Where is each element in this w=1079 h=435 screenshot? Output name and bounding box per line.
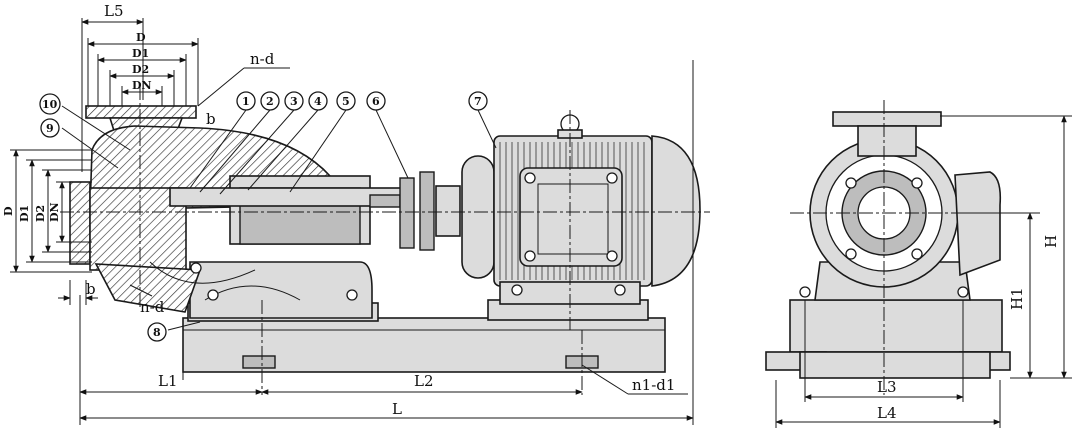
svg-text:8: 8 bbox=[153, 326, 161, 339]
motor bbox=[461, 114, 701, 305]
svg-text:10: 10 bbox=[42, 98, 58, 111]
dim-n1d1: n1-d1 bbox=[632, 376, 675, 394]
svg-text:7: 7 bbox=[474, 95, 482, 108]
dim-h1: H1 bbox=[1008, 287, 1026, 310]
svg-text:9: 9 bbox=[46, 122, 54, 135]
side-view bbox=[60, 86, 710, 395]
part-callout-7: 7 bbox=[468, 91, 488, 111]
coupling bbox=[399, 171, 461, 251]
dim-nd-lower: n-d bbox=[140, 298, 165, 316]
part-callout-2: 2 bbox=[260, 91, 280, 111]
dim-d-top: D bbox=[136, 31, 146, 44]
svg-text:1: 1 bbox=[242, 95, 250, 108]
part-callout-4: 4 bbox=[308, 91, 328, 111]
dim-l2: L2 bbox=[414, 372, 434, 390]
dim-d2-left: D2 bbox=[34, 205, 47, 222]
dim-l1: L1 bbox=[158, 372, 178, 390]
dim-l: L bbox=[392, 400, 402, 418]
dim-nd-top: n-d bbox=[250, 50, 275, 68]
dim-d1-left: D1 bbox=[18, 205, 31, 222]
svg-text:2: 2 bbox=[266, 95, 274, 108]
dim-d1-top: D1 bbox=[132, 47, 149, 60]
bearing-bracket bbox=[189, 261, 373, 319]
dim-l3: L3 bbox=[877, 378, 897, 396]
part-callout-9: 9 bbox=[40, 118, 60, 138]
dim-dn-left: DN bbox=[48, 202, 61, 222]
dim-l5: L5 bbox=[104, 2, 124, 20]
part-callout-8: 8 bbox=[147, 322, 167, 342]
dim-b-lower: b bbox=[86, 280, 96, 298]
dim-l4: L4 bbox=[877, 404, 897, 422]
part-leaders bbox=[61, 105, 497, 331]
front-view bbox=[765, 100, 1030, 395]
dim-d2-top: D2 bbox=[132, 63, 149, 76]
part-callout-1: 1 bbox=[236, 91, 256, 111]
part-callout-6: 6 bbox=[366, 91, 386, 111]
dim-h: H bbox=[1042, 235, 1060, 248]
dim-d-left: D bbox=[2, 206, 15, 216]
svg-text:5: 5 bbox=[342, 95, 350, 108]
svg-text:3: 3 bbox=[290, 95, 298, 108]
svg-text:4: 4 bbox=[314, 95, 322, 108]
svg-text:6: 6 bbox=[372, 95, 380, 108]
dim-b-top: b bbox=[206, 110, 216, 128]
dimension-lines bbox=[10, 18, 1072, 428]
dim-dn-top: DN bbox=[132, 79, 152, 92]
dimension-labels: L5 D D1 D2 DN n-d b D D1 D2 DN b n-d L 1 … bbox=[2, 2, 1060, 422]
part-callouts: 1 2 3 4 5 6 7 8 bbox=[39, 91, 488, 342]
part-callout-5: 5 bbox=[336, 91, 356, 111]
part-callout-10: 10 bbox=[39, 93, 61, 115]
bearing-housing bbox=[169, 175, 411, 245]
part-callout-3: 3 bbox=[284, 91, 304, 111]
